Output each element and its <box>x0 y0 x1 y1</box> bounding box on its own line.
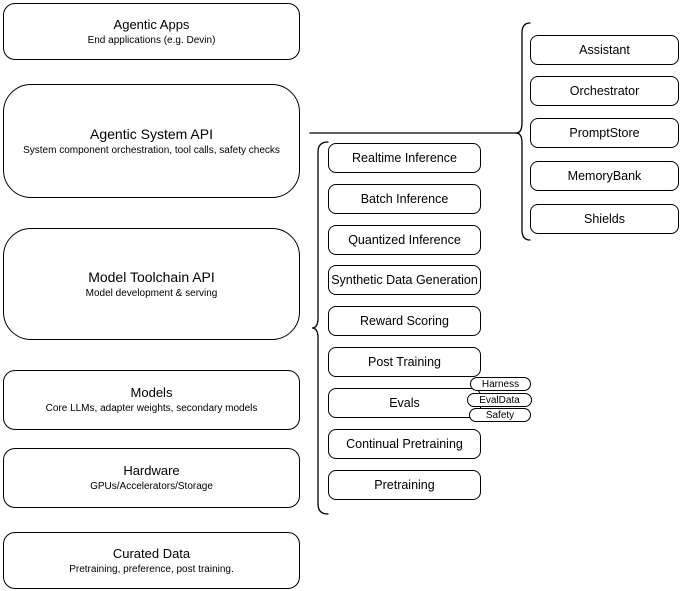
system-services-brace <box>515 22 531 241</box>
node-label: Assistant <box>579 43 630 57</box>
node-continual-pretraining[interactable]: Continual Pretraining <box>328 429 481 459</box>
node-realtime-inference[interactable]: Realtime Inference <box>328 143 481 173</box>
badge-safety[interactable]: Safety <box>469 408 531 422</box>
node-subtitle: Pretraining, preference, post training. <box>69 563 234 575</box>
node-evals[interactable]: Evals <box>328 388 481 418</box>
node-label: Reward Scoring <box>360 314 449 328</box>
badge-evaldata[interactable]: EvalData <box>467 393 532 407</box>
node-hardware[interactable]: Hardware GPUs/Accelerators/Storage <box>3 448 300 508</box>
node-batch-inference[interactable]: Batch Inference <box>328 184 481 214</box>
node-model-toolchain-api[interactable]: Model Toolchain API Model development & … <box>3 228 300 340</box>
node-synthetic-data-generation[interactable]: Synthetic Data Generation <box>328 265 481 295</box>
node-pretraining[interactable]: Pretraining <box>328 470 481 500</box>
node-assistant[interactable]: Assistant <box>530 35 679 65</box>
node-agentic-system-api[interactable]: Agentic System API System component orch… <box>3 84 300 198</box>
node-subtitle: Core LLMs, adapter weights, secondary mo… <box>45 403 258 414</box>
node-label: Synthetic Data Generation <box>331 273 478 287</box>
node-post-training[interactable]: Post Training <box>328 347 481 377</box>
node-shields[interactable]: Shields <box>530 204 679 234</box>
node-label: MemoryBank <box>567 169 642 183</box>
node-reward-scoring[interactable]: Reward Scoring <box>328 306 481 336</box>
node-title: Models <box>130 385 173 400</box>
node-title: Hardware <box>123 463 180 478</box>
node-subtitle: GPUs/Accelerators/Storage <box>90 481 213 492</box>
badge-label: Safety <box>485 409 515 421</box>
node-promptstore[interactable]: PromptStore <box>530 118 679 148</box>
node-label: Quantized Inference <box>348 233 461 247</box>
node-label: PromptStore <box>569 126 640 140</box>
node-models[interactable]: Models Core LLMs, adapter weights, secon… <box>3 370 300 430</box>
node-label: Continual Pretraining <box>346 437 463 451</box>
node-title: Agentic System API <box>90 125 213 142</box>
node-label: Orchestrator <box>569 84 640 98</box>
node-title: Model Toolchain API <box>88 268 215 285</box>
node-agentic-apps[interactable]: Agentic Apps End applications (e.g. Devi… <box>3 3 300 60</box>
node-label: Batch Inference <box>360 192 449 206</box>
node-orchestrator[interactable]: Orchestrator <box>530 76 679 106</box>
badge-harness[interactable]: Harness <box>470 377 531 391</box>
node-memorybank[interactable]: MemoryBank <box>530 161 679 191</box>
node-title: Curated Data <box>112 545 191 561</box>
node-subtitle: System component orchestration, tool cal… <box>23 144 280 156</box>
node-label: Evals <box>389 396 420 410</box>
node-label: Pretraining <box>374 478 435 492</box>
badge-label: EvalData <box>479 394 520 406</box>
node-label: Realtime Inference <box>352 151 457 165</box>
badge-label: Harness <box>481 378 520 390</box>
node-quantized-inference[interactable]: Quantized Inference <box>328 225 481 255</box>
toolchain-brace <box>311 141 329 515</box>
node-label: Post Training <box>368 355 441 369</box>
node-label: Shields <box>584 212 625 226</box>
node-subtitle: Model development & serving <box>85 287 218 299</box>
node-subtitle: End applications (e.g. Devin) <box>87 34 216 46</box>
node-curated-data[interactable]: Curated Data Pretraining, preference, po… <box>3 532 300 589</box>
node-title: Agentic Apps <box>113 16 190 32</box>
